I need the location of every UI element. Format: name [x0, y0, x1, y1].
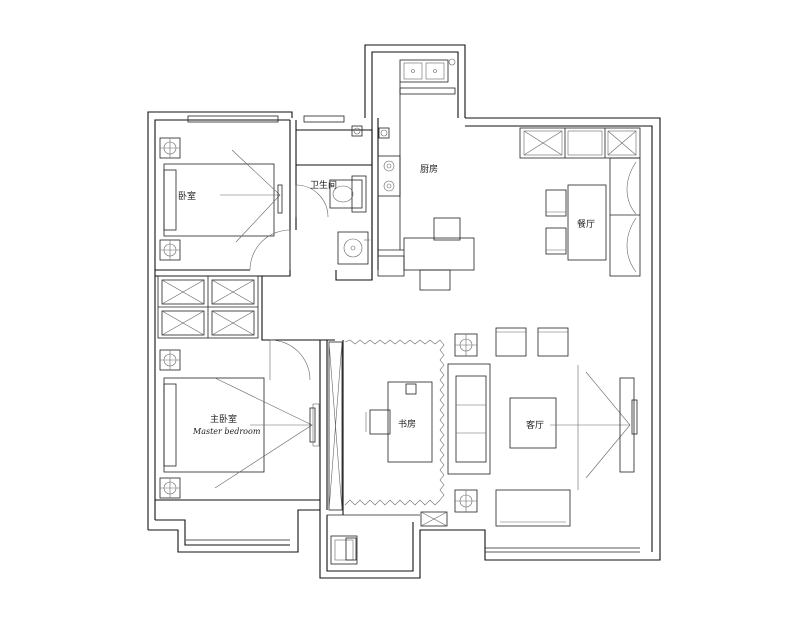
- interior-walls: [155, 118, 448, 527]
- room-label-living: 客厅: [526, 419, 544, 431]
- room-label-kitchen: 厨房: [420, 163, 438, 175]
- room-label-study: 书房: [398, 418, 416, 430]
- room-label-master-en: Master bedroom: [192, 427, 261, 436]
- living-furniture: [447, 327, 638, 527]
- bathroom-fixtures: [329, 125, 390, 265]
- room-label-bedroom2: 卧室: [178, 190, 196, 202]
- washing-machine: [330, 535, 358, 565]
- room-label-bathroom: 卫生间: [310, 179, 337, 191]
- windows: [187, 87, 456, 123]
- doors: [249, 184, 329, 381]
- study-furniture: [365, 381, 433, 463]
- room-label-dining: 餐厅: [577, 218, 595, 230]
- exterior-walls: [147, 44, 661, 579]
- bedroom2-furniture: [159, 137, 283, 261]
- room-label-master: 主卧室: [210, 413, 237, 425]
- dining-furniture: [519, 127, 641, 277]
- master-furniture: [159, 349, 320, 499]
- wardrobes: [157, 275, 259, 339]
- kitchen-fixtures: [377, 58, 475, 291]
